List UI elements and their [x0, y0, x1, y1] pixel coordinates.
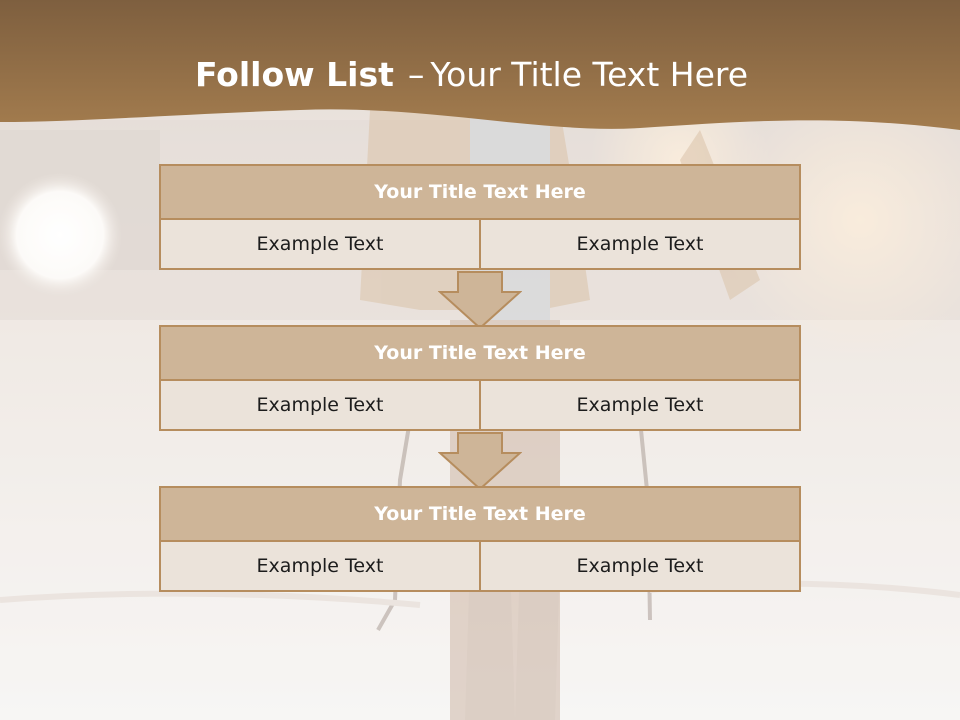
block-cell-left: Example Text	[159, 542, 481, 592]
list-block-2: Your Title Text Here Example Text Exampl…	[159, 325, 801, 431]
block-title: Your Title Text Here	[159, 164, 801, 220]
block-row: Example Text Example Text	[159, 381, 801, 431]
block-row: Example Text Example Text	[159, 220, 801, 270]
block-cell-left: Example Text	[159, 381, 481, 431]
slide-title: Follow List–Your Title Text Here	[0, 52, 943, 98]
block-cell-right: Example Text	[481, 220, 801, 270]
list-block-3: Your Title Text Here Example Text Exampl…	[159, 486, 801, 592]
block-cell-left: Example Text	[159, 220, 481, 270]
slide-title-separator: –	[407, 55, 425, 94]
down-arrow-icon	[438, 271, 522, 330]
block-cell-right: Example Text	[481, 542, 801, 592]
list-block-1: Your Title Text Here Example Text Exampl…	[159, 164, 801, 270]
slide-title-bold: Follow List	[194, 55, 394, 94]
slide-title-rest: Your Title Text Here	[430, 55, 749, 94]
block-row: Example Text Example Text	[159, 542, 801, 592]
header-band	[0, 0, 960, 130]
down-arrow-icon	[438, 432, 522, 491]
block-title: Your Title Text Here	[159, 325, 801, 381]
block-title: Your Title Text Here	[159, 486, 801, 542]
block-cell-right: Example Text	[481, 381, 801, 431]
